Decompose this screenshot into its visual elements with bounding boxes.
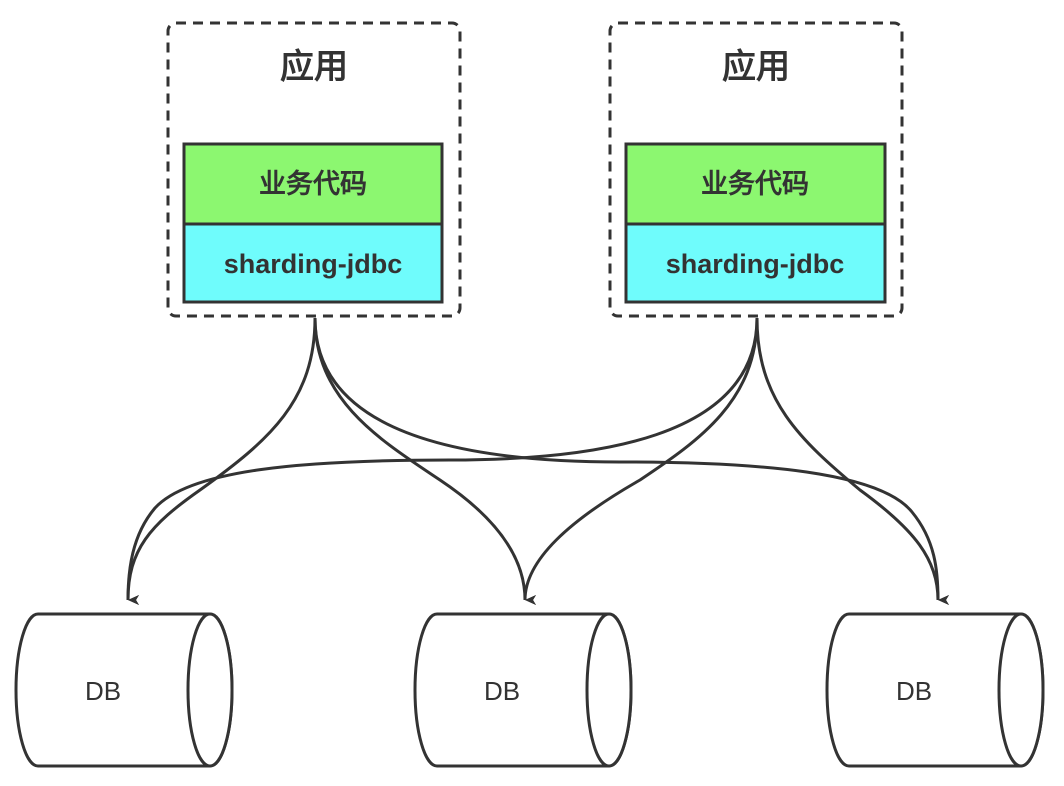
sharding-jdbc-box <box>624 222 887 304</box>
sharding-jdbc-box <box>182 222 444 304</box>
app-title: 应用 <box>722 48 790 86</box>
app-title: 应用 <box>280 48 348 86</box>
database-cap <box>585 612 633 768</box>
sharding-jdbc-label: sharding-jdbc <box>666 249 845 279</box>
database-label: DB <box>896 676 932 706</box>
database-cap <box>186 612 234 768</box>
database-cylinder: DB <box>825 612 1045 768</box>
business-code-box <box>624 142 887 226</box>
connector-app0-db1 <box>313 317 537 605</box>
app-boundary <box>608 21 904 318</box>
database-label: DB <box>85 676 121 706</box>
database-cylinder: DB <box>14 612 234 768</box>
business-code-box <box>182 142 444 226</box>
app-container: 应用 业务代码 sharding-jdbc <box>166 21 462 318</box>
connector-app0-db2 <box>313 317 950 605</box>
sharding-jdbc-label: sharding-jdbc <box>224 249 403 279</box>
business-code-label: 业务代码 <box>701 169 809 199</box>
business-code-label: 业务代码 <box>259 169 367 199</box>
connector-app1-db0 <box>126 317 759 606</box>
app-container: 应用 业务代码 sharding-jdbc <box>608 21 904 318</box>
connector-app1-db2 <box>755 317 950 605</box>
database-cylinder: DB <box>413 612 633 768</box>
database-label: DB <box>484 676 520 706</box>
connector-app0-db0 <box>126 317 317 606</box>
connections <box>126 317 950 606</box>
database-cap <box>997 612 1045 768</box>
app-boundary <box>166 21 462 318</box>
connector-app1-db1 <box>523 317 759 606</box>
